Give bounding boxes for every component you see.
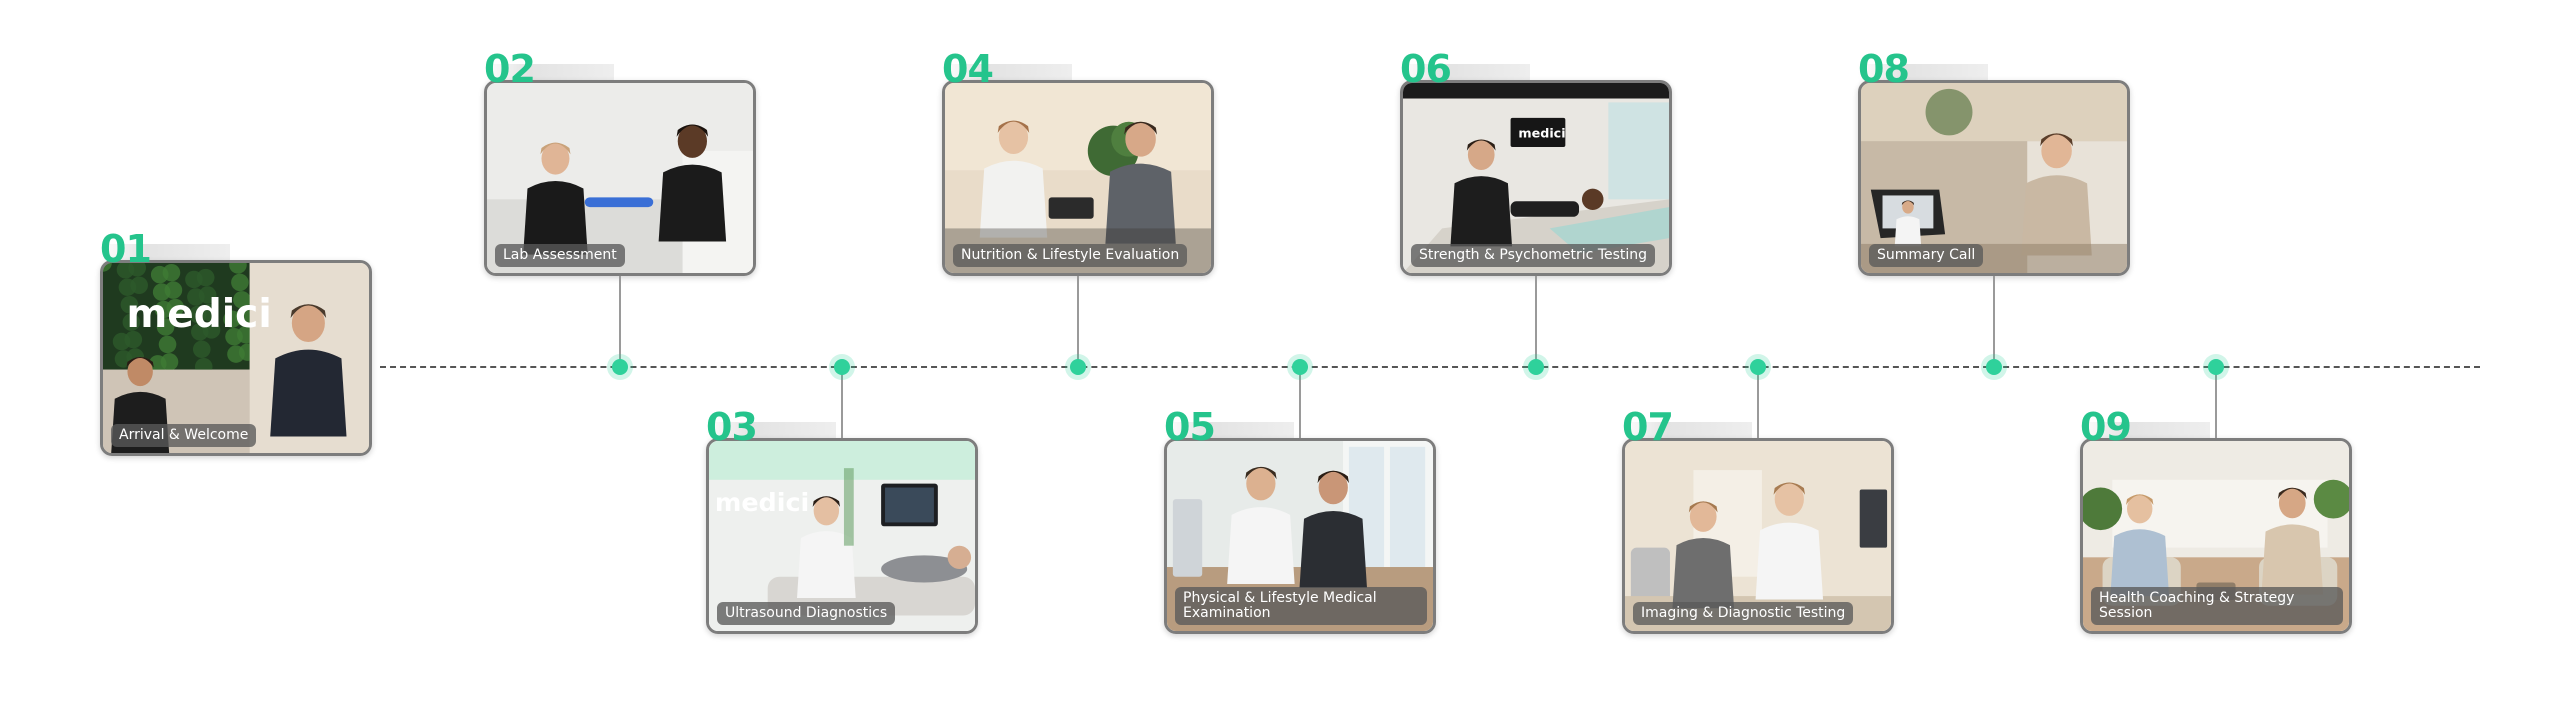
reception-photo: medici: [103, 263, 369, 453]
step-connector: [1757, 367, 1759, 438]
timeline-node: [1986, 359, 2002, 375]
logo-wordmark: medici: [715, 488, 809, 517]
step-number: 08: [1858, 47, 1910, 91]
step-card: Imaging & Diagnostic Testing: [1622, 438, 1894, 634]
ultrasound-photo: medici: [709, 441, 975, 631]
step-label: Physical & Lifestyle Medical Examination: [1175, 587, 1427, 625]
step-number: 01: [100, 227, 152, 271]
logo-wordmark: medici: [126, 292, 271, 337]
timeline-node: [612, 359, 628, 375]
step-connector: [1535, 276, 1537, 367]
step-connector: [1993, 276, 1995, 367]
step-number: 03: [706, 405, 758, 449]
step-number: 05: [1164, 405, 1216, 449]
step-label: Strength & Psychometric Testing: [1411, 244, 1656, 267]
step-number: 07: [1622, 405, 1674, 449]
step-label: Summary Call: [1869, 244, 1984, 267]
step-number: 04: [942, 47, 994, 91]
timeline-node: [2208, 359, 2224, 375]
step-number: 02: [484, 47, 536, 91]
step-connector: [2215, 367, 2217, 438]
logo-wordmark: medici: [1518, 125, 1565, 140]
consultation-photo: [945, 83, 1211, 273]
video-call-photo: [1861, 83, 2127, 273]
step-card: Health Coaching & Strategy Session: [2080, 438, 2352, 634]
step-connector: [619, 276, 621, 367]
step-label: Lab Assessment: [495, 244, 625, 267]
step-number: 06: [1400, 47, 1452, 91]
timeline-node: [1750, 359, 1766, 375]
step-card: Summary Call: [1858, 80, 2130, 276]
step-number: 09: [2080, 405, 2132, 449]
step-card: Lab Assessment: [484, 80, 756, 276]
step-label: Health Coaching & Strategy Session: [2091, 587, 2343, 625]
step-connector: [1299, 367, 1301, 438]
timeline-node: [1528, 359, 1544, 375]
timeline-axis: [380, 366, 2480, 368]
step-card: Nutrition & Lifestyle Evaluation: [942, 80, 1214, 276]
step-connector: [1077, 276, 1079, 367]
step-label: Ultrasound Diagnostics: [717, 602, 896, 625]
step-card: Physical & Lifestyle Medical Examination: [1164, 438, 1436, 634]
step-label: Arrival & Welcome: [111, 424, 257, 447]
timeline-node: [834, 359, 850, 375]
step-label: Imaging & Diagnostic Testing: [1633, 602, 1854, 625]
step-label: Nutrition & Lifestyle Evaluation: [953, 244, 1188, 267]
step-connector: [841, 367, 843, 438]
timeline-node: [1292, 359, 1308, 375]
timeline-node: [1070, 359, 1086, 375]
